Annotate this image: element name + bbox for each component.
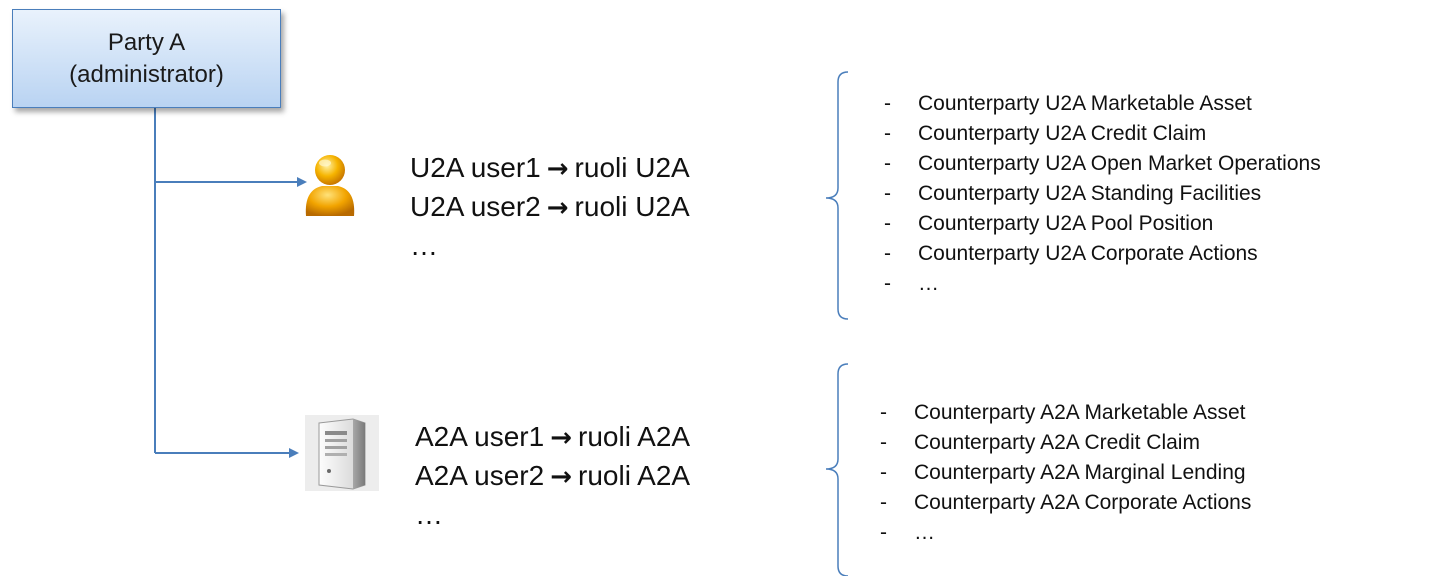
a2a-user-block: A2A user1→ruoli A2A A2A user2→ruoli A2A … [415, 417, 690, 534]
list-item: Counterparty U2A Credit Claim [884, 119, 1321, 149]
list-item: Counterparty A2A Marginal Lending [880, 458, 1251, 488]
u2a-user-roles: ruoli U2A [574, 191, 690, 222]
u2a-user-row: U2A user2→ruoli U2A [410, 187, 690, 226]
list-item: … [884, 269, 1321, 299]
party-a-role: (administrator) [69, 60, 224, 88]
list-item: … [880, 518, 1251, 548]
a2a-user-roles: ruoli A2A [578, 421, 691, 452]
server-icon [305, 415, 379, 491]
a2a-user-name: A2A user1 [415, 421, 545, 452]
list-item: Counterparty U2A Standing Facilities [884, 179, 1321, 209]
party-a-box: Party A (administrator) [12, 9, 281, 108]
u2a-user-name: U2A user1 [410, 152, 541, 183]
party-a-name: Party A [107, 28, 186, 56]
u2a-user-name: U2A user2 [410, 191, 541, 222]
u2a-role-list: Counterparty U2A Marketable Asset Counte… [884, 89, 1321, 299]
list-item: Counterparty U2A Open Market Operations [884, 149, 1321, 179]
list-item: Counterparty A2A Credit Claim [880, 428, 1251, 458]
list-item: Counterparty A2A Marketable Asset [880, 398, 1251, 428]
list-item: Counterparty A2A Corporate Actions [880, 488, 1251, 518]
a2a-user-roles: ruoli A2A [578, 460, 691, 491]
arrow-icon: → [550, 423, 572, 453]
a2a-user-name: A2A user2 [415, 460, 545, 491]
user-icon [305, 155, 355, 216]
list-item: Counterparty U2A Corporate Actions [884, 239, 1321, 269]
a2a-user-row: A2A user1→ruoli A2A [415, 417, 690, 456]
a2a-role-list: Counterparty A2A Marketable Asset Counte… [880, 398, 1251, 548]
u2a-user-roles: ruoli U2A [574, 152, 690, 183]
list-item: Counterparty U2A Pool Position [884, 209, 1321, 239]
a2a-more-users: … [415, 499, 443, 530]
a2a-brace [825, 363, 849, 576]
arrow-icon: → [546, 154, 569, 184]
u2a-more-users: … [410, 230, 438, 261]
arrow-icon: → [550, 462, 572, 492]
u2a-brace [825, 71, 849, 320]
list-item: Counterparty U2A Marketable Asset [884, 89, 1321, 119]
a2a-user-row: A2A user2→ruoli A2A [415, 456, 690, 495]
u2a-user-block: U2A user1→ruoli U2A U2A user2→ruoli U2A … [410, 148, 690, 265]
arrow-icon: → [546, 193, 569, 223]
u2a-user-row: U2A user1→ruoli U2A [410, 148, 690, 187]
